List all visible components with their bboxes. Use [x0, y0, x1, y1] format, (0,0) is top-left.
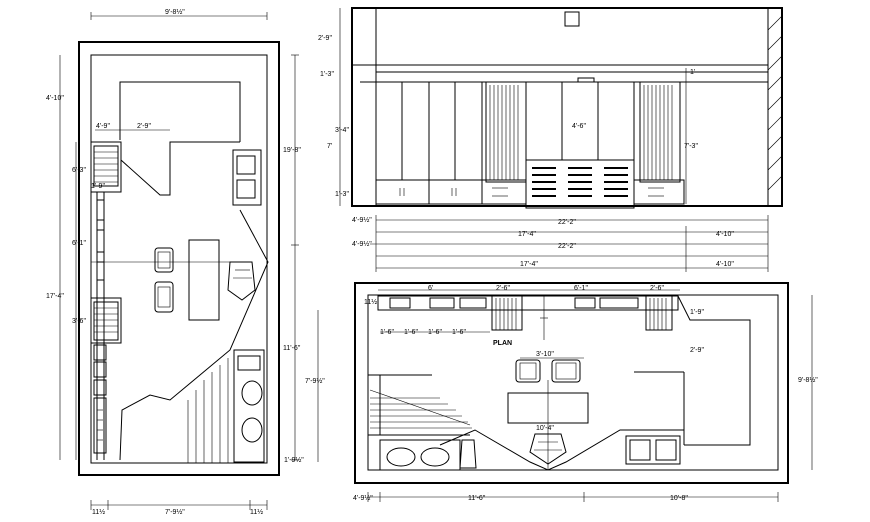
svg-text:1'-6": 1'-6"	[428, 329, 442, 336]
left-plan-stairs	[175, 358, 240, 464]
plan-small-dim: 1'-6"	[380, 329, 394, 336]
left-plan-top-cabinet	[119, 81, 241, 142]
plan-stairs	[368, 374, 472, 436]
plan-11-a: 11½	[364, 298, 377, 306]
left-bot-a: 11½	[92, 508, 105, 516]
plan-6: 6'	[428, 285, 433, 292]
left-h-4-9: 4'-9"	[96, 123, 110, 130]
svg-text:1'-6": 1'-6"	[404, 329, 418, 336]
left-bot-b: 7'-9½"	[165, 508, 185, 516]
elev-4-9: 4'-9½"	[352, 216, 372, 224]
plan-4-9: 4'-9½"	[352, 240, 372, 248]
left-plan-outer-wall	[78, 41, 280, 476]
left-h-6-1: 6'-1"	[72, 240, 86, 247]
left-h-6-3: 6'-3"	[72, 167, 86, 174]
left-h-2-9: 2'-9"	[137, 123, 151, 130]
left-bot-c: 11½	[250, 508, 263, 516]
elev-7-3: 7'-3"	[684, 143, 698, 150]
plan-2-9: 2'-9"	[690, 347, 704, 354]
left-plan-sink	[232, 149, 262, 206]
elev-1-3b: 1'-3"	[335, 191, 349, 198]
left-h-1-9: 1'-9"	[91, 183, 105, 190]
left-floor-plan: 9'-8½" 4'-10" 4'-9" 2'-9" 6'-3" 1'-9" 6'…	[46, 8, 325, 516]
elevation-frame	[351, 7, 783, 207]
elev-4-10: 4'-10"	[716, 231, 734, 238]
plan-basin-1	[386, 447, 416, 467]
left-h-1-9b: 1'-9½"	[284, 456, 304, 464]
elev-22-2: 22'-2"	[558, 219, 576, 226]
plan-curtain-2	[645, 295, 673, 331]
plan-toilet	[459, 439, 477, 469]
left-plan-counter-left-2	[90, 297, 122, 344]
plan-3-10: 3'-10"	[536, 351, 554, 358]
plan-2-6b: 2'-6"	[650, 285, 664, 292]
plan-title-label: PLAN	[493, 340, 512, 347]
plan-bot-c: 10'-8"	[670, 495, 688, 502]
left-h-19-8: 19'-8"	[283, 147, 301, 154]
svg-text:1'-6": 1'-6"	[452, 329, 466, 336]
chair-1	[154, 247, 174, 273]
plan-basin-2	[420, 447, 450, 467]
plan-6-1: 6'-1"	[574, 285, 588, 292]
left-h-4-10: 4'-10"	[46, 95, 64, 102]
left-plan-bath	[233, 349, 265, 463]
left-plan-basin-2	[241, 417, 263, 443]
plan-1-9: 1'-9"	[690, 309, 704, 316]
elev-4-6: 4'-6"	[572, 123, 586, 130]
left-h-11-6: 11'-6"	[283, 345, 301, 352]
chair-2	[154, 281, 174, 313]
elevation-central-opening	[525, 81, 635, 161]
plan-bot-a: 4'-9½"	[353, 494, 373, 502]
elev-1: 1'	[690, 69, 695, 76]
plan-chair-2	[551, 359, 581, 383]
left-plan-inner-wall	[90, 54, 268, 464]
plan-22-2: 22'-2"	[558, 243, 576, 250]
elevation-wall-hatch	[767, 15, 783, 191]
plan-2-6: 2'-6"	[496, 285, 510, 292]
left-h-3-6: 3'-6"	[72, 318, 86, 325]
elevation-view: 2'-9" 1'-3" 7' 3'-4" 1'-3" 4'-6" 7'-3" 1…	[318, 7, 783, 272]
left-plan-table	[188, 239, 220, 321]
elev-7: 7'	[327, 143, 332, 150]
plan-chair-1	[515, 359, 541, 383]
plan-curtain-1	[491, 295, 523, 331]
plan-4-10: 4'-10"	[716, 261, 734, 268]
plan-10-4: 10'-4"	[536, 425, 554, 432]
left-plan-plant	[227, 261, 256, 301]
left-plan-diagonal-counter	[120, 141, 240, 196]
elev-2-9: 2'-9"	[318, 35, 332, 42]
elev-17-4: 17'-4"	[518, 231, 536, 238]
left-plan-basin-1	[241, 380, 263, 406]
elev-1-3: 1'-3"	[320, 71, 334, 78]
left-h-7-9: 7'-9½"	[305, 377, 325, 385]
left-h-17-4: 17'-4"	[46, 293, 64, 300]
plan-bath-counter	[379, 439, 461, 471]
left-plan-counter-left	[90, 141, 122, 193]
elev-3-4: 3'-4"	[335, 127, 349, 134]
plan-outer-wall	[354, 282, 789, 484]
bottom-right-plan: 1'-6" 1'-6" 1'-6" 1'-6" 6' 2'-6" 6'-1" 2…	[353, 282, 818, 502]
left-plan-counter-hatch-1	[93, 145, 119, 187]
elevation-curtain-2	[639, 81, 681, 183]
plan-17-4: 17'-4"	[520, 261, 538, 268]
plan-9-8: 9'-8½"	[798, 376, 818, 384]
left-top-width-dim: 9'-8½"	[165, 8, 185, 16]
plan-sink	[625, 435, 681, 465]
plan-bot-b: 11'-6"	[468, 495, 486, 502]
plan-inner-wall	[367, 294, 779, 471]
plan-plant	[529, 433, 567, 465]
